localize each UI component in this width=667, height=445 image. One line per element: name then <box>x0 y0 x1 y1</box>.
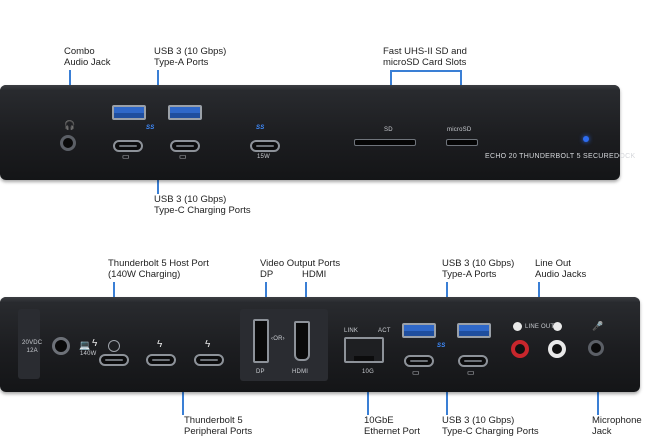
usb-c-port-front-2 <box>170 140 200 152</box>
headphone-icon: 🎧 <box>64 120 76 130</box>
line-out-jack-red <box>511 340 529 358</box>
leader-line <box>446 380 448 415</box>
tengig-label: 10G <box>362 369 374 375</box>
callout-line-out: Line Out Audio Jacks <box>535 258 587 280</box>
thunderbolt-icon: ϟ <box>157 339 163 350</box>
ss-logo-rear: SS <box>437 343 446 349</box>
microphone-jack <box>588 340 604 356</box>
or-label: ‹OR› <box>271 336 285 342</box>
hdmi-label: HDMI <box>292 369 309 375</box>
battery-icon: ▭ <box>467 368 475 377</box>
usb-c-port-front-3 <box>250 140 280 152</box>
tb5-peripheral-port-1 <box>146 354 176 366</box>
rear-foot <box>18 309 40 379</box>
callout-video-out: Video Output Ports DP <box>260 258 341 280</box>
callout-usb-c-front: USB 3 (10 Gbps) Type-C Charging Ports <box>154 194 251 216</box>
callout-usb-a-rear: USB 3 (10 Gbps) Type-A Ports <box>442 258 515 280</box>
dock-front-panel: 🎧 SS SS ▭ ▭ 15W SD microSD ECHO 20 THUND… <box>0 85 635 180</box>
callout-ethernet: 10GbE Ethernet Port <box>364 415 420 437</box>
dock-rear-panel: 20VDC 12A 💻 ϟ 140W ϟ ϟ ‹OR› DP HDMI LINK… <box>0 297 640 392</box>
line-out-jack-white <box>548 340 566 358</box>
dc-power-jack <box>52 337 70 355</box>
brand-label: ECHO 20 THUNDERBOLT 5 SECUREDOCK <box>485 153 636 160</box>
callout-combo-audio: Combo Audio Jack <box>64 46 111 68</box>
usb-a-port-front-2 <box>168 105 202 120</box>
callout-usb-a-front: USB 3 (10 Gbps) Type-A Ports <box>154 46 227 68</box>
laptop-icon: 💻 <box>79 340 91 350</box>
callout-usb-c-rear: USB 3 (10 Gbps) Type-C Charging Ports <box>442 415 539 437</box>
displayport <box>253 319 269 363</box>
line-out-label: LINE OUT <box>525 324 555 330</box>
dock-top-edge <box>0 85 620 91</box>
combo-audio-jack <box>60 135 76 151</box>
thunderbolt-icon: ϟ <box>205 339 211 350</box>
battery-icon: ▭ <box>122 152 130 161</box>
callout-card-slots: Fast UHS-II SD and microSD Card Slots <box>383 46 467 68</box>
tb5-peripheral-port-2 <box>194 354 224 366</box>
ethernet-latch <box>354 356 374 361</box>
dock-top-edge <box>0 297 640 303</box>
ss-logo-2: SS <box>256 125 265 131</box>
usb-a-port-rear-2 <box>457 323 491 338</box>
host-indicator-ring <box>108 340 120 352</box>
leader-line <box>367 384 369 415</box>
line-out-r-badge <box>513 322 522 331</box>
callout-tb5-peripheral: Thunderbolt 5 Peripheral Ports <box>184 415 253 437</box>
usb-a-port-rear-1 <box>402 323 436 338</box>
ethernet-port <box>344 337 384 363</box>
usb-c-port-rear-2 <box>458 355 488 367</box>
status-led <box>583 136 589 142</box>
line-out-l-badge <box>553 322 562 331</box>
leader-line <box>390 70 460 72</box>
usb-a-port-front-1 <box>112 105 146 120</box>
sd-label: SD <box>384 127 393 133</box>
thunderbolt-icon: ϟ <box>92 338 98 349</box>
leader-line <box>182 380 184 415</box>
leader-line <box>157 168 159 194</box>
hdmi-port <box>294 321 310 361</box>
microphone-icon: 🎤 <box>592 321 604 331</box>
ss-logo-1: SS <box>146 125 155 131</box>
host-watt-label: 140W <box>80 351 97 357</box>
battery-icon: ▭ <box>179 152 187 161</box>
battery-icon: ▭ <box>412 368 420 377</box>
sd-card-slot <box>354 139 416 146</box>
act-label: ACT <box>378 328 391 334</box>
microsd-card-slot <box>446 139 478 146</box>
callout-microphone: Microphone Jack <box>592 415 642 437</box>
tb5-host-port <box>99 354 129 366</box>
link-label: LINK <box>344 328 359 334</box>
usb-c-port-front-1 <box>113 140 143 152</box>
microsd-label: microSD <box>447 127 472 133</box>
usb-c-port-rear-1 <box>404 355 434 367</box>
dp-label: DP <box>256 369 265 375</box>
callout-hdmi: HDMI <box>302 269 327 280</box>
power-label: 20VDC 12A <box>22 340 43 354</box>
leader-line <box>157 70 159 98</box>
watt-label: 15W <box>257 154 270 160</box>
callout-tb5-host: Thunderbolt 5 Host Port (140W Charging) <box>108 258 209 280</box>
